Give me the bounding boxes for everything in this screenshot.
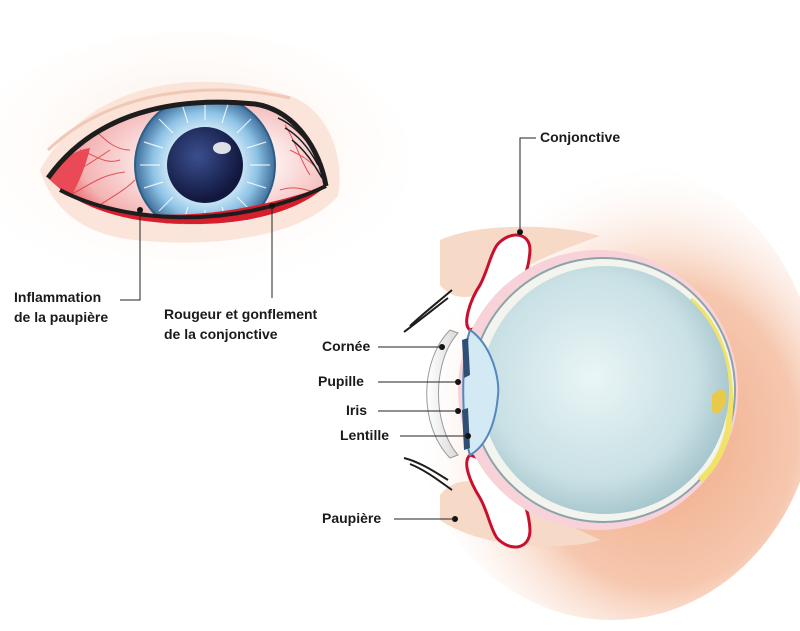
label-paupiere: Paupière [322,509,381,528]
front-eye [0,30,410,300]
label-cornee: Cornée [322,337,370,356]
label-rougeur-1: Rougeur et gonflement [164,305,317,324]
label-inflammation-1: Inflammation [14,288,101,307]
label-iris: Iris [346,401,367,420]
vitreous-body [481,266,729,514]
pupil-highlight [213,142,231,154]
label-conjonctive: Conjonctive [540,128,620,147]
label-rougeur-2: de la conjonctive [164,325,278,344]
cross-section-eye [378,138,800,620]
label-pupille: Pupille [318,372,364,391]
label-inflammation-2: de la paupière [14,308,108,327]
pupil [167,127,243,203]
label-lentille: Lentille [340,426,389,445]
